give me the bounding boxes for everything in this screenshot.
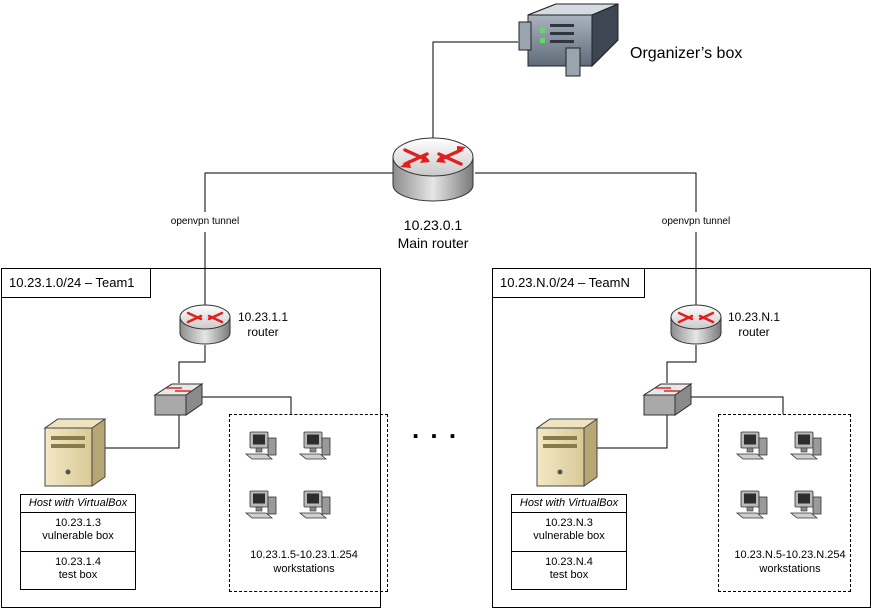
- teamN-test-ip: 10.23.N.4: [545, 556, 593, 568]
- teamN-workstations-range: 10.23.N.5-10.23.N.254: [734, 549, 846, 561]
- team1-router-icon: [179, 304, 231, 345]
- team1-links: [105, 345, 292, 449]
- teamN-workstations-box: [718, 414, 851, 592]
- teamN-router-ip: 10.23.N.1: [727, 310, 781, 324]
- teamN-vulnerable-label: vulnerable box: [533, 530, 605, 542]
- teamN-host-tower-icon: [535, 418, 599, 487]
- teamN-vulnerable-ip: 10.23.N.3: [545, 517, 593, 529]
- team1-network-box: [1, 268, 381, 608]
- teamN-router-label: router: [738, 325, 770, 339]
- team1-host-tower-icon: [43, 418, 107, 487]
- team1-tunnel-label: openvpn tunnel: [170, 216, 240, 227]
- main-router-ip: 10.23.0.1: [403, 217, 463, 233]
- teamN-tunnel-label: openvpn tunnel: [661, 216, 731, 227]
- team1-workstations-box: [229, 414, 388, 592]
- teamN-switch-icon: [642, 383, 693, 416]
- teamN-subnet-tag: 10.23.N.0/24 – TeamN: [492, 268, 645, 298]
- team1-test-ip: 10.23.1.4: [55, 556, 101, 568]
- main-router-icon: [392, 137, 474, 202]
- more-teams-ellipsis: . . .: [411, 414, 459, 444]
- team1-subnet-tag: 10.23.1.0/24 – Team1: [1, 268, 151, 298]
- team1-router-ip: 10.23.1.1: [237, 310, 289, 324]
- teamN-virtualbox-title: Host with VirtualBox: [512, 495, 626, 513]
- team1-workstations-range: 10.23.1.5-10.23.1.254: [250, 549, 358, 561]
- team1-router-label: router: [247, 325, 279, 339]
- team1-virtualbox-panel: Host with VirtualBox 10.23.1.3 vulnerabl…: [20, 494, 136, 590]
- teamN-test-label: test box: [549, 569, 589, 581]
- teamN-router-icon: [670, 304, 722, 345]
- team1-virtualbox-title: Host with VirtualBox: [21, 495, 135, 513]
- teamN-vulnerable-box: 10.23.N.3 vulnerable box: [512, 513, 626, 551]
- server-icon: [518, 3, 619, 77]
- main-router-label: Main router: [397, 235, 469, 251]
- link-organizer-main: [432, 41, 518, 140]
- teamN-test-box: 10.23.N.4 test box: [512, 551, 626, 589]
- teamN-virtualbox-panel: Host with VirtualBox 10.23.N.3 vulnerabl…: [511, 494, 627, 590]
- teamN-workstations-label: workstations: [759, 563, 821, 575]
- team1-vulnerable-label: vulnerable box: [42, 530, 114, 542]
- teamN-links: [593, 345, 784, 449]
- team1-test-box: 10.23.1.4 test box: [21, 551, 135, 589]
- team1-switch-icon: [153, 383, 204, 416]
- team1-vulnerable-box: 10.23.1.3 vulnerable box: [21, 513, 135, 551]
- team1-workstations-label: workstations: [273, 563, 335, 575]
- organizer-label: Organizer’s box: [630, 45, 743, 62]
- team1-vulnerable-ip: 10.23.1.3: [55, 517, 101, 529]
- team1-test-label: test box: [58, 569, 98, 581]
